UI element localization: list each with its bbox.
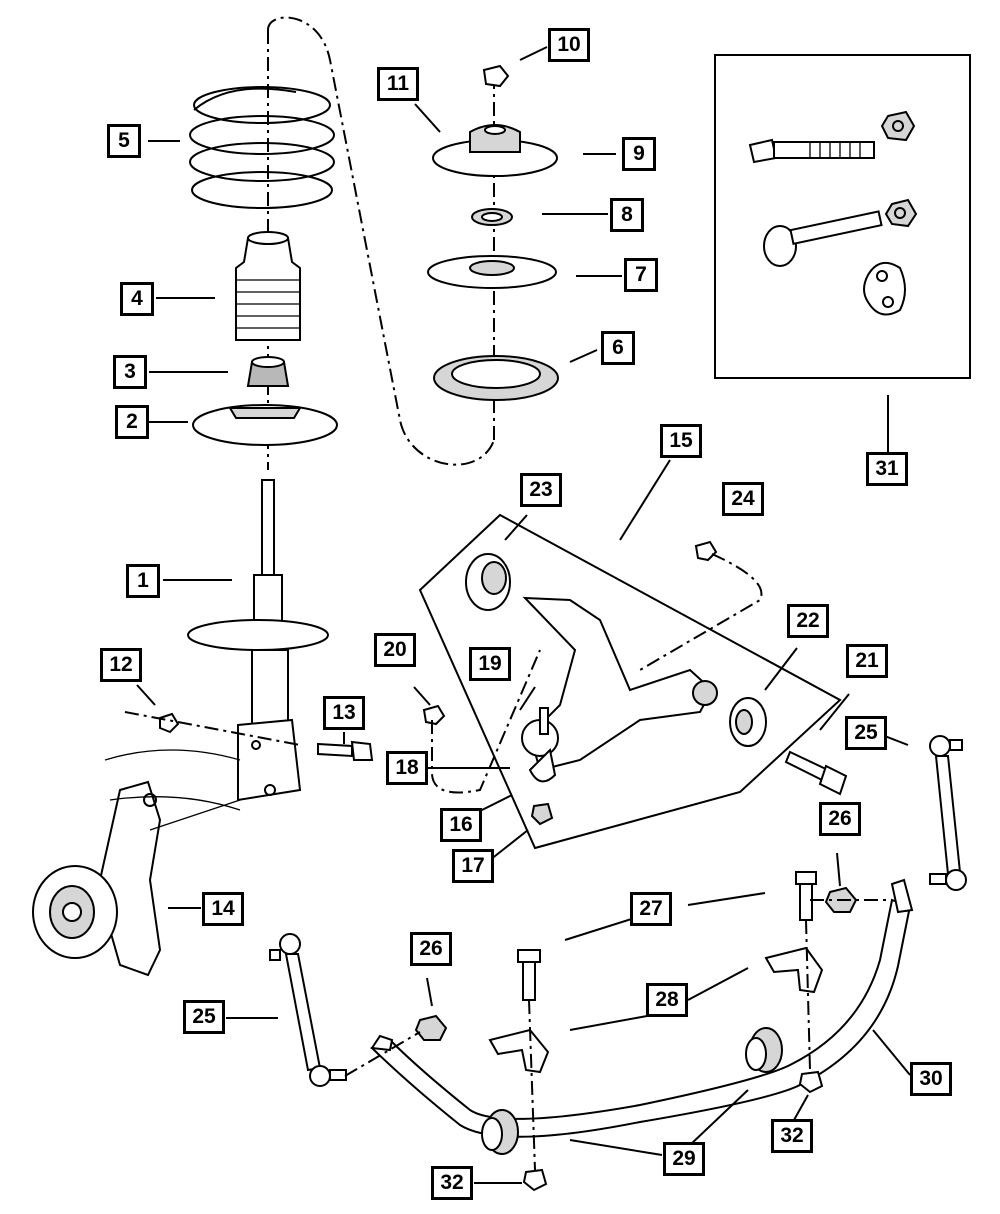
strut-assembly — [187, 479, 329, 802]
link-nut-left — [414, 1014, 448, 1041]
callout-3[interactable]: 3 — [113, 355, 147, 389]
arm-bolt — [784, 750, 848, 796]
callout-15[interactable]: 15 — [660, 424, 702, 458]
knuckle-bolt — [317, 740, 374, 761]
callout-17[interactable]: 17 — [452, 849, 494, 883]
link-axis-lines — [344, 899, 892, 1077]
rear-bushing — [729, 697, 767, 747]
bracket-bolt-left — [517, 949, 541, 1001]
callout-13[interactable]: 13 — [323, 696, 365, 730]
hardware-nut-2 — [884, 198, 918, 228]
mount-nut — [482, 64, 510, 88]
callout-12[interactable]: 12 — [100, 648, 142, 682]
callout-14[interactable]: 14 — [202, 892, 244, 926]
callout-7[interactable]: 7 — [624, 258, 658, 292]
callout-19[interactable]: 19 — [469, 647, 511, 681]
callout-31[interactable]: 31 — [866, 452, 908, 486]
callout-23[interactable]: 23 — [520, 473, 562, 507]
bracket-nut-right — [798, 1070, 824, 1094]
knuckle-bolt-axis — [124, 711, 301, 746]
stabilizer-link-right — [929, 735, 967, 891]
callout-16[interactable]: 16 — [440, 808, 482, 842]
stabilizer-link-left — [269, 933, 347, 1087]
mount-link-line — [267, 16, 495, 466]
coil-spring — [189, 86, 335, 209]
upper-strut-mount — [432, 124, 558, 177]
hardware-bolt-2 — [763, 210, 883, 267]
control-arm-group-outline — [418, 513, 842, 850]
upper-spring-seat — [427, 255, 557, 289]
front-bushing — [465, 553, 511, 611]
spring-isolator — [246, 356, 290, 387]
mount-bearing-shield — [433, 355, 559, 401]
callout-25-left[interactable]: 25 — [183, 1000, 225, 1034]
callout-9[interactable]: 9 — [622, 137, 656, 171]
callout-6[interactable]: 6 — [601, 331, 635, 365]
callout-21[interactable]: 21 — [846, 644, 888, 678]
hardware-nut-1 — [880, 110, 916, 142]
callout-26-right[interactable]: 26 — [819, 802, 861, 836]
knuckle-nut — [159, 712, 180, 734]
callout-28[interactable]: 28 — [646, 983, 688, 1017]
dust-boot — [235, 231, 301, 341]
callout-32-right[interactable]: 32 — [771, 1119, 813, 1153]
lower-spring-seat — [192, 404, 338, 446]
callout-1[interactable]: 1 — [126, 564, 160, 598]
callout-10[interactable]: 10 — [548, 28, 590, 62]
callout-25-right[interactable]: 25 — [845, 716, 887, 750]
leader-lines — [136, 46, 911, 1184]
bracket-nut-left — [522, 1168, 548, 1192]
bracket-bolt-right — [795, 871, 817, 921]
hardware-washer — [863, 261, 906, 316]
bar-bracket-left — [488, 1028, 550, 1074]
hardware-bolt-1 — [748, 138, 875, 164]
callout-18[interactable]: 18 — [386, 751, 428, 785]
callout-26-left[interactable]: 26 — [410, 932, 452, 966]
hardware-kit-box — [714, 54, 971, 379]
strut-bearing — [471, 208, 513, 226]
callout-29[interactable]: 29 — [663, 1142, 705, 1176]
callout-4[interactable]: 4 — [120, 282, 154, 316]
knuckle-hub — [32, 780, 162, 977]
callout-5[interactable]: 5 — [107, 124, 141, 158]
ball-joint-retainer-nut — [530, 802, 554, 826]
callout-32-left[interactable]: 32 — [431, 1166, 473, 1200]
arm-nut — [694, 540, 718, 562]
callout-11[interactable]: 11 — [377, 67, 419, 101]
lower-control-arm — [521, 596, 718, 783]
ball-joint-nut — [422, 704, 446, 726]
callout-30[interactable]: 30 — [910, 1062, 952, 1096]
knuckle-ghost-lines — [104, 749, 241, 831]
bracket-bolt-axis-right — [805, 919, 811, 1071]
ball-joint-stud — [539, 707, 549, 735]
callout-22[interactable]: 22 — [787, 604, 829, 638]
bracket-bolt-axis-left — [528, 999, 536, 1171]
callout-24[interactable]: 24 — [722, 482, 764, 516]
ball-joint-path — [430, 649, 541, 794]
bar-bushing-right — [745, 1027, 783, 1073]
callout-27[interactable]: 27 — [630, 892, 672, 926]
callout-20[interactable]: 20 — [374, 633, 416, 667]
callout-2[interactable]: 2 — [115, 405, 149, 439]
arm-bolt-path — [639, 553, 763, 671]
bar-bracket-right — [764, 946, 824, 994]
bar-bushing-left — [481, 1109, 519, 1155]
callout-8[interactable]: 8 — [610, 198, 644, 232]
